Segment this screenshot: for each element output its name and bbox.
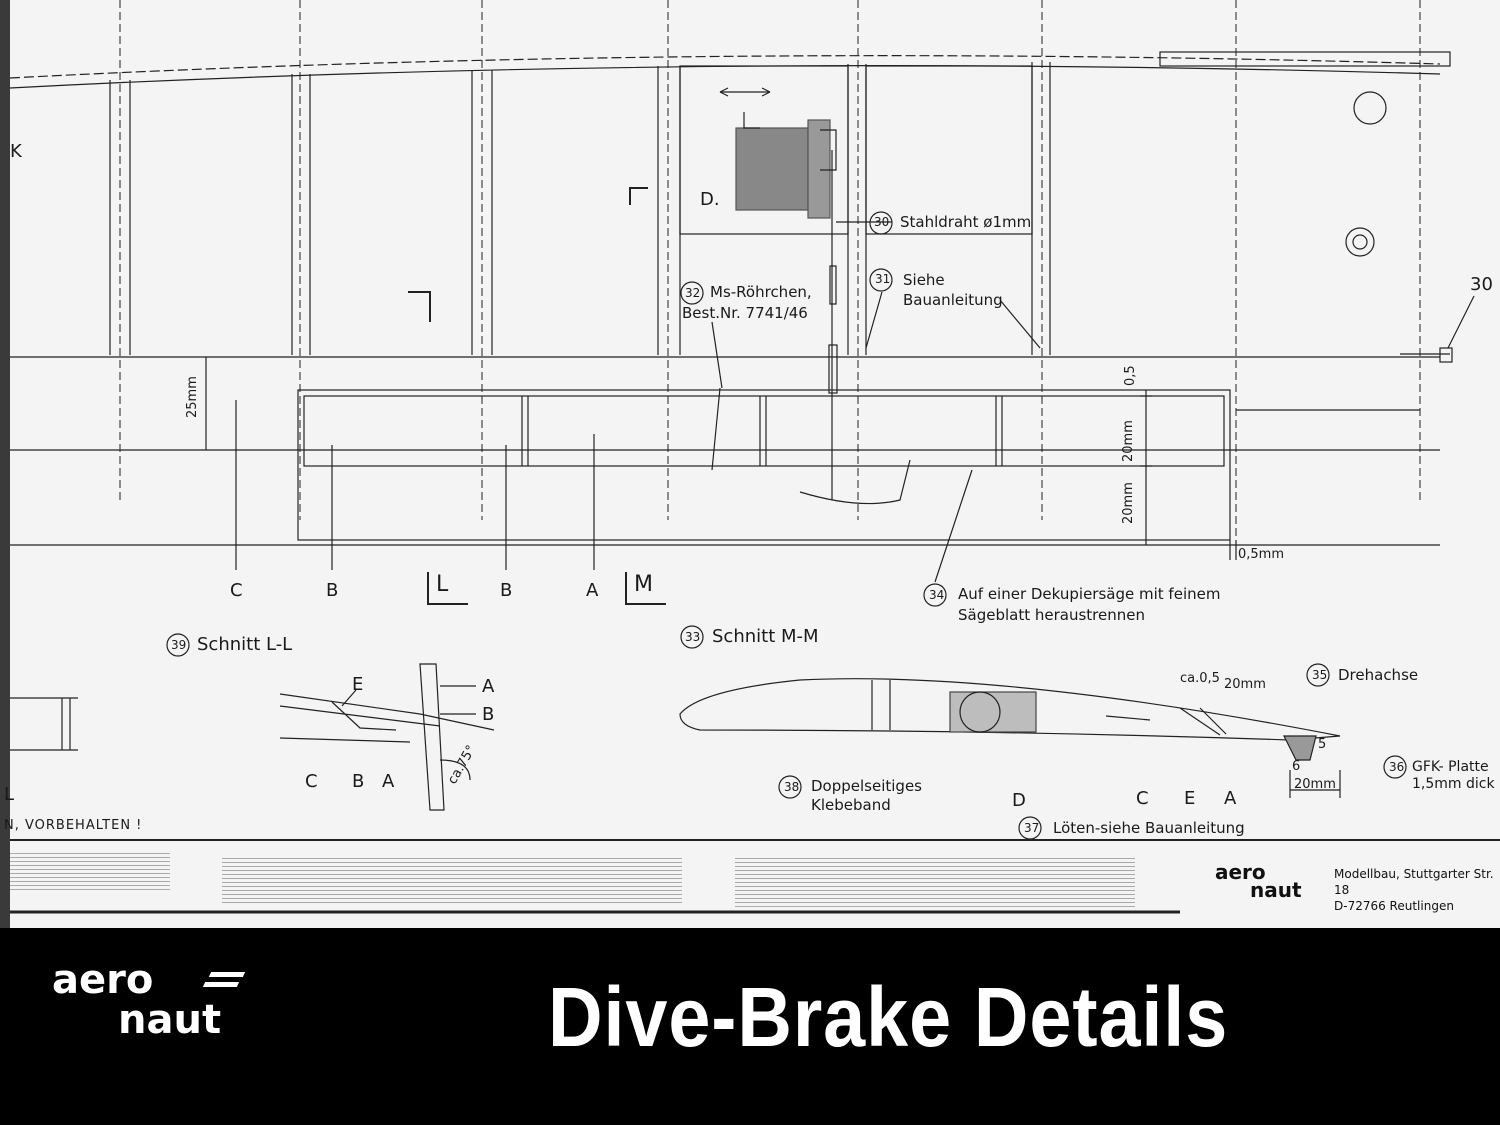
callout-37-number: 37 xyxy=(1024,821,1040,835)
fine-print-es xyxy=(222,855,682,903)
mm-label-a: A xyxy=(1224,788,1237,809)
section-mark-l: L xyxy=(436,572,449,597)
logo-dash-icon-2 xyxy=(202,982,240,987)
callout-36-text-2: 1,5mm dick xyxy=(1412,776,1495,792)
title-banner xyxy=(0,928,1500,1125)
wing-plan-drawing xyxy=(0,0,1500,928)
callout-37-text: Löten-siehe Bauanleitung xyxy=(1053,819,1245,837)
left-label-l: L xyxy=(4,784,15,805)
callout-36-number: 36 xyxy=(1389,760,1405,774)
plan-brand-logo-line1: aero xyxy=(1215,860,1266,884)
logo-dash-icon xyxy=(208,972,246,977)
callout-31-text-2: Bauanleitung xyxy=(903,291,1003,309)
callout-30-number: 30 xyxy=(874,215,890,229)
callout-30-text: Stahldraht ø1mm xyxy=(900,213,1032,231)
callout-38-text-1: Doppelseitiges xyxy=(811,777,922,795)
ll-label-e: E xyxy=(352,674,364,695)
dim-25mm: 25mm xyxy=(185,376,200,418)
ll-label-a2: A xyxy=(382,771,395,792)
callout-32-number: 32 xyxy=(685,286,701,300)
reserved-notice: N, VORBEHALTEN ! xyxy=(4,818,143,833)
callout-38-text-2: Klebeband xyxy=(811,796,891,814)
callout-35-number: 35 xyxy=(1312,668,1328,682)
ll-label-a: A xyxy=(482,676,495,697)
mm-6: 6 xyxy=(1292,759,1301,774)
dim-20mm-a: 20mm xyxy=(1121,420,1136,462)
callout-34-text-1: Auf einer Dekupiersäge mit feinem xyxy=(958,585,1221,603)
fine-print-fr xyxy=(10,850,170,890)
plan-address: Modellbau, Stuttgarter Str. 18 D-72766 R… xyxy=(1334,866,1500,914)
callout-34-text-2: Sägeblatt heraustrennen xyxy=(958,606,1145,624)
label-30-right: 30 xyxy=(1470,274,1493,295)
ll-label-b: B xyxy=(482,704,495,725)
banner-logo-line1: aero xyxy=(52,957,154,1003)
callout-35-text: Drehachse xyxy=(1338,666,1419,684)
callout-39-number: 39 xyxy=(171,638,187,652)
mm-20mm: 20mm xyxy=(1224,677,1266,692)
callout-32-text-2: Best.Nr. 7741/46 xyxy=(682,304,808,322)
section-ll-title: Schnitt L-L xyxy=(197,634,293,655)
callout-33-number: 33 xyxy=(685,630,701,644)
section-mm-title: Schnitt M-M xyxy=(712,626,819,647)
banner-logo-line2: naut xyxy=(118,997,222,1043)
mm-label-d: D xyxy=(1012,790,1026,811)
dim-05-top: 0,5 xyxy=(1123,365,1138,386)
plan-brand-logo-line2: naut xyxy=(1250,878,1302,902)
callout-31-text-1: Siehe xyxy=(903,271,945,289)
section-label-b1: B xyxy=(326,580,339,601)
label-d: D. xyxy=(700,189,720,210)
label-k: K xyxy=(10,141,22,162)
section-label-c: C xyxy=(230,580,243,601)
fine-print-it xyxy=(735,855,1135,907)
callout-36-text-1: GFK- Platte xyxy=(1412,759,1489,775)
section-label-a: A xyxy=(586,580,599,601)
ll-label-c: C xyxy=(305,771,318,792)
mm-label-c: C xyxy=(1136,788,1149,809)
section-label-b2: B xyxy=(500,580,513,601)
plan-sheet: K D. 30 30 Stahldraht ø1mm 31 Siehe Baua… xyxy=(0,0,1500,928)
ll-label-b2: B xyxy=(352,771,365,792)
dim-20mm-b: 20mm xyxy=(1121,482,1136,524)
callout-32-text-1: Ms-Röhrchen, xyxy=(710,283,812,301)
mm-20mm-b: 20mm xyxy=(1294,777,1336,792)
address-line-2: D-72766 Reutlingen xyxy=(1334,899,1454,913)
mm-5: 5 xyxy=(1318,737,1327,752)
callout-38-number: 38 xyxy=(784,780,800,794)
mm-label-e: E xyxy=(1184,788,1196,809)
callout-31-number: 31 xyxy=(875,272,891,286)
banner-title: Dive-Brake Details xyxy=(548,970,1229,1064)
callout-34-number: 34 xyxy=(929,588,945,602)
section-mark-m: M xyxy=(634,572,653,597)
dim-05mm: 0,5mm xyxy=(1238,547,1285,562)
address-line-1: Modellbau, Stuttgarter Str. 18 xyxy=(1334,867,1494,897)
mm-ca05: ca.0,5 xyxy=(1180,671,1220,686)
